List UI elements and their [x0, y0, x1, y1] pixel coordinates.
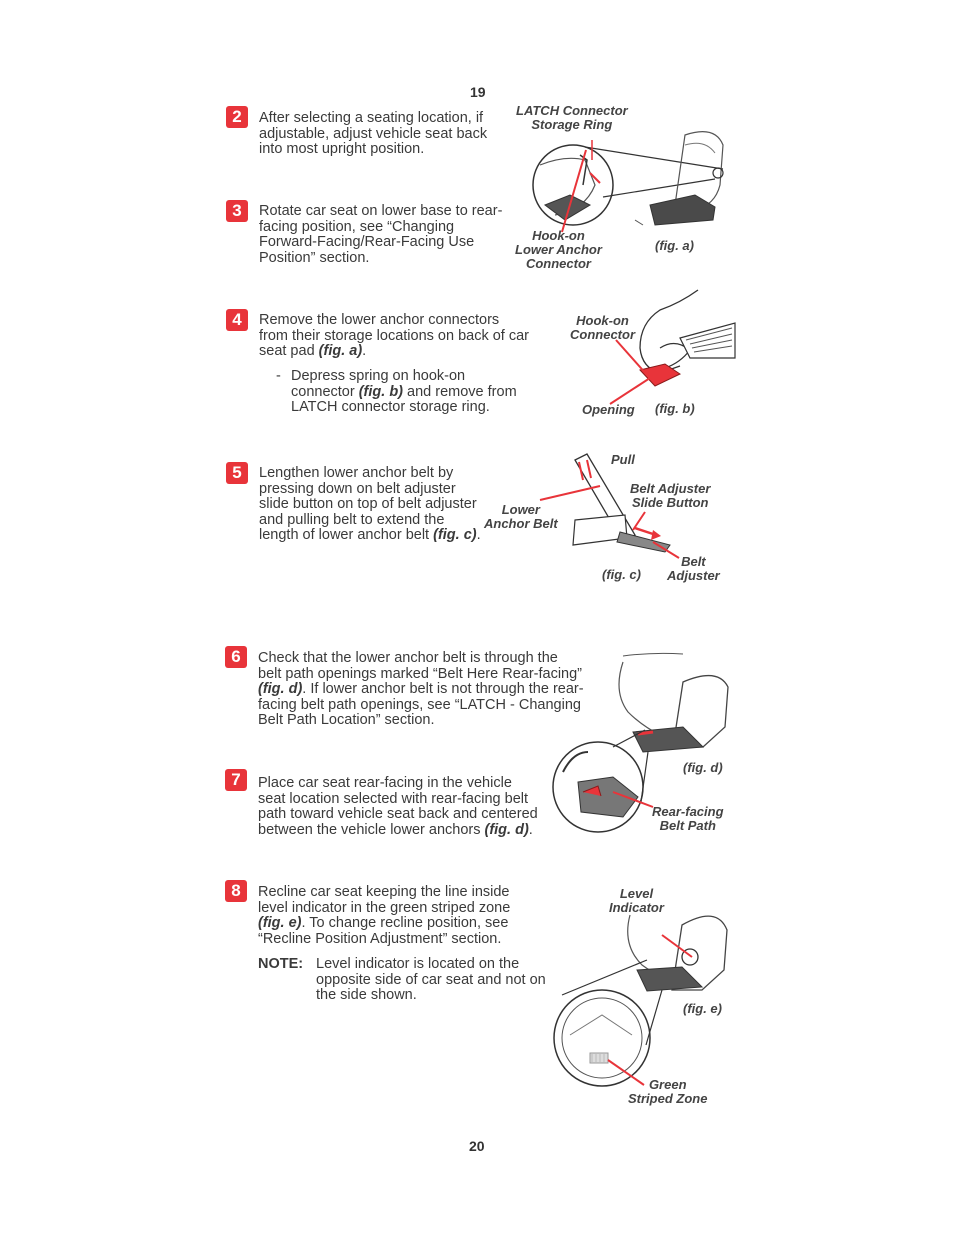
step-5-text: Lengthen lower anchor belt by pressing d… — [259, 465, 481, 544]
step-number-badge: 3 — [226, 200, 248, 222]
step-7-text: Place car seat rear-facing in the vehicl… — [258, 775, 538, 838]
step-6-text: Check that the lower anchor belt is thro… — [258, 650, 584, 729]
figure-c-illustration — [539, 453, 680, 559]
note-text: Level indicator is located on the opposi… — [316, 956, 546, 1004]
figure-a-illustration — [532, 131, 724, 226]
figure-a-caption: (fig. a) — [655, 238, 694, 253]
step-4-text: Remove the lower anchor connectors from … — [259, 312, 529, 360]
step-4-sub-text: Depress spring on hook-on connector (fig… — [291, 368, 517, 416]
figure-e-caption: (fig. e) — [683, 1001, 722, 1016]
figure-b-illustration — [609, 289, 736, 405]
figure-c-caption: (fig. c) — [602, 567, 641, 582]
step-number-badge: 6 — [225, 646, 247, 668]
step-number-badge: 5 — [226, 462, 248, 484]
figure-d-illustration — [552, 652, 729, 833]
figure-d-caption: (fig. d) — [683, 760, 723, 775]
step-number-badge: 7 — [225, 769, 247, 791]
figure-b-caption: (fig. b) — [655, 401, 695, 416]
label-opening: Opening — [582, 402, 635, 417]
step-3-text: Rotate car seat on lower base to rear-fa… — [259, 203, 503, 266]
figure-e-illustration — [553, 914, 728, 1087]
step-4-sub-dash: - — [276, 368, 281, 384]
note-label: NOTE: — [258, 956, 304, 972]
step-number-badge: 2 — [226, 106, 248, 128]
label-pull: Pull — [611, 452, 635, 467]
step-number-badge: 4 — [226, 309, 248, 331]
page-number-bottom: 20 — [469, 1138, 485, 1154]
step-2-text: After selecting a seating location, if a… — [259, 110, 488, 158]
figure-a-leader-hook — [561, 140, 593, 233]
page-number-top: 19 — [470, 84, 486, 100]
step-number-badge: 8 — [225, 880, 247, 902]
step-8-text: Recline car seat keeping the line inside… — [258, 884, 511, 947]
